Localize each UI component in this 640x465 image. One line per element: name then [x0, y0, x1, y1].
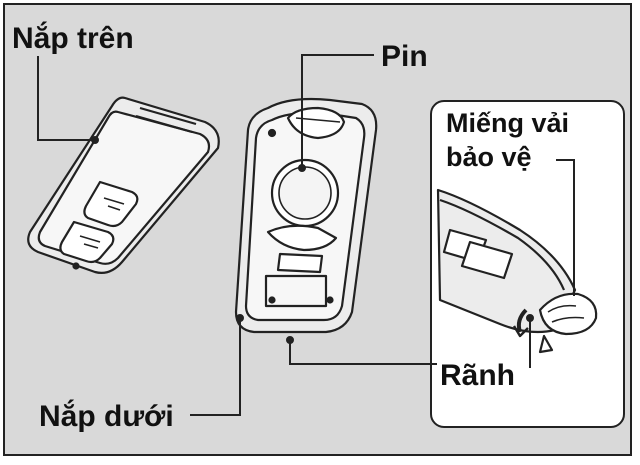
leader-top-cover	[37, 56, 95, 141]
leader-groove-bottom-dot	[286, 336, 294, 344]
leader-cloth	[556, 159, 575, 296]
cloth-label-line1: Miếng vải	[446, 108, 570, 138]
leader-groove-dot	[526, 314, 534, 322]
leader-bottom-cover-dot	[236, 314, 244, 322]
bottom-cover-illustration	[234, 97, 378, 334]
groove-detail-illustration	[436, 188, 598, 354]
leader-battery-dot	[298, 164, 306, 172]
leader-lines	[37, 54, 575, 416]
bottom-cover-label: Nắp dưới	[39, 400, 174, 433]
top-cover-label: Nắp trên	[12, 22, 134, 55]
battery-label: Pin	[381, 40, 428, 73]
leader-top-cover-dot	[91, 136, 99, 144]
leader-bottom-cover	[190, 318, 241, 416]
leader-battery	[301, 54, 374, 168]
cloth-label-line2: bảo vệ	[446, 142, 532, 172]
groove-label: Rãnh	[440, 359, 515, 392]
top-cover-illustration	[27, 96, 220, 274]
leader-groove-bottom	[289, 340, 437, 365]
